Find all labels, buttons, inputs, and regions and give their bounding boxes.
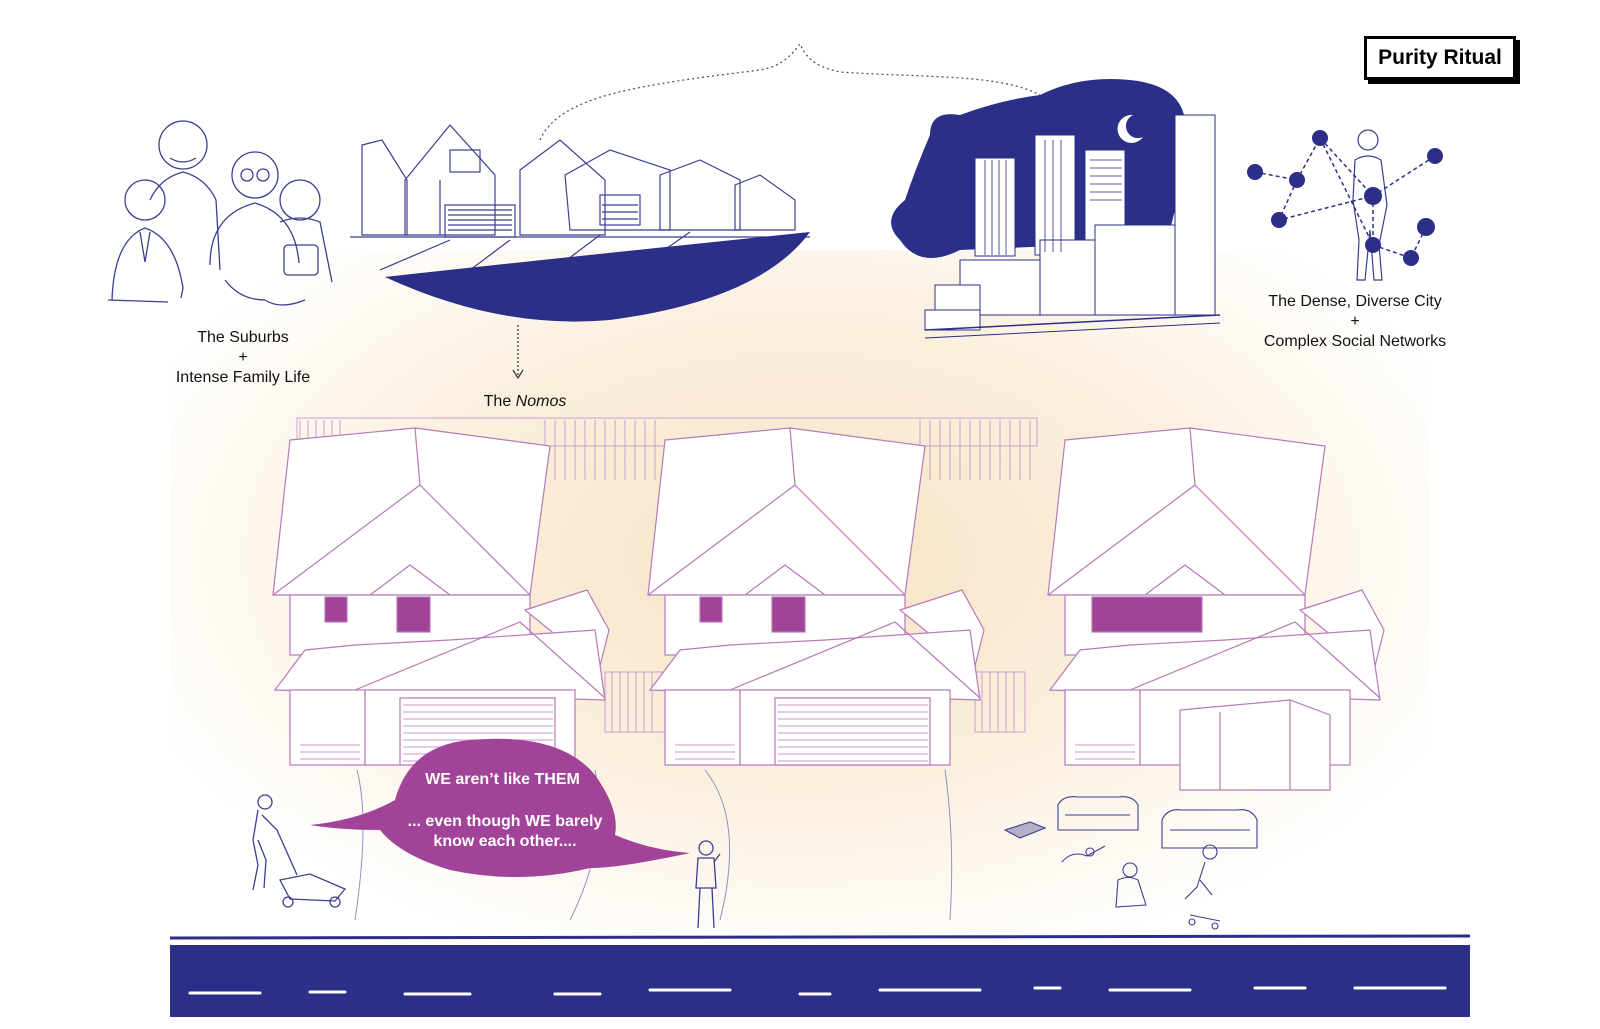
house-2-garage-lines	[675, 704, 928, 762]
nomos-bowl	[385, 232, 810, 322]
suburbs-label-line2: +	[238, 349, 248, 366]
network-nodes	[1247, 130, 1443, 266]
speech-bubble-line3: know each other....	[433, 833, 577, 850]
house-3-lines	[1075, 744, 1135, 760]
city-skyline	[924, 114, 1216, 331]
dotted-brace-connector	[539, 42, 1041, 141]
house-1	[272, 427, 610, 766]
city-label: The Dense, Diverse City + Complex Social…	[1235, 292, 1475, 352]
suburbs-label-line1: The Suburbs	[197, 329, 289, 346]
standing-person	[695, 840, 721, 929]
road-dashes	[188, 986, 1447, 996]
house-2	[647, 427, 985, 766]
road-edge-line	[169, 934, 1471, 940]
lawn-mower-person	[252, 794, 347, 908]
nomos-label: The Nomos	[450, 392, 600, 412]
nomos-label-prefix: The	[483, 393, 516, 410]
social-network-graph	[1254, 136, 1436, 259]
city-label-line2: +	[1350, 313, 1360, 330]
city-label-line3: Complex Social Networks	[1263, 333, 1447, 350]
speech-bubble	[310, 738, 690, 878]
network-figure	[1352, 129, 1388, 281]
family-illustration	[107, 120, 333, 306]
moon-icon	[1117, 114, 1143, 143]
skyscraper-stripes	[984, 140, 1122, 255]
suburbs-label-line3: Intense Family Life	[175, 369, 311, 386]
nomos-label-emphasis: Nomos	[515, 393, 567, 410]
title-badge: Purity Ritual	[1364, 36, 1516, 80]
suburbs-label: The Suburbs + Intense Family Life	[150, 328, 336, 388]
park-scene	[1003, 796, 1258, 930]
house-3	[1047, 427, 1385, 791]
speech-bubble-line2: ... even though WE barely	[407, 813, 603, 830]
road	[170, 945, 1470, 1017]
city-label-line1: The Dense, Diverse City	[1268, 293, 1442, 310]
speech-bubble-line1: WE aren’t like THEM	[425, 771, 580, 788]
suburb-houses-sketch	[350, 124, 810, 271]
